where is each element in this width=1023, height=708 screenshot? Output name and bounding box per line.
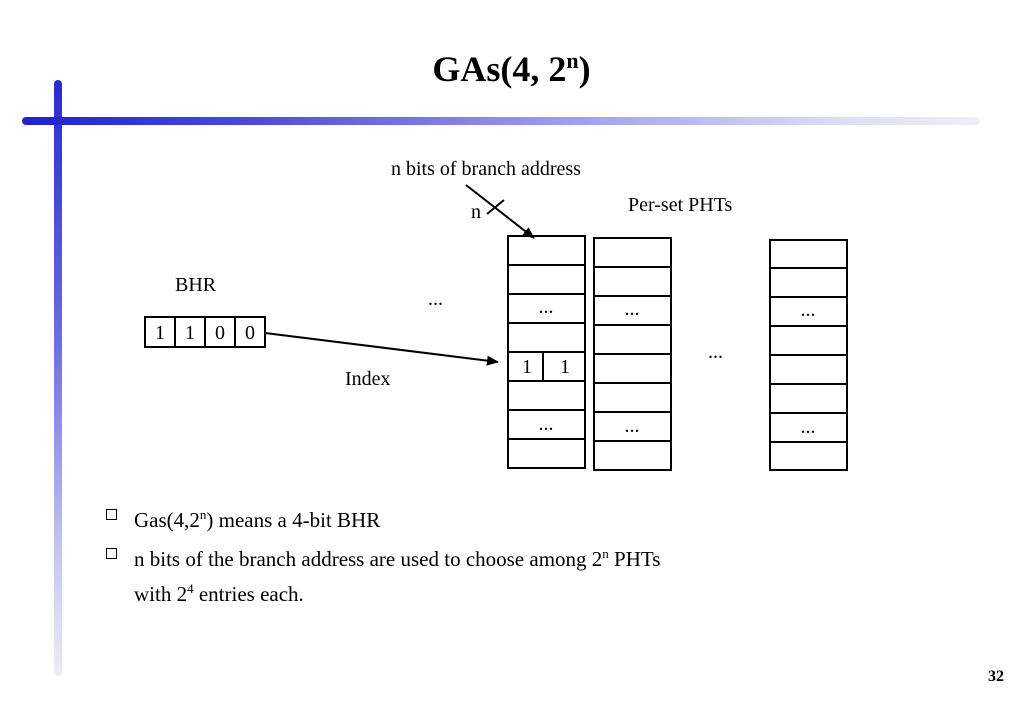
bhr-bit: 1 xyxy=(185,322,195,344)
pht-ellipsis: ... xyxy=(539,296,554,318)
index-arrow xyxy=(264,332,499,366)
bhr-register: 1 1 0 0 xyxy=(144,316,266,348)
pht-ellipsis: ... xyxy=(801,299,816,321)
bhr-bit: 1 xyxy=(155,322,165,344)
bullet-item: Gas(4,2n) means a 4-bit BHR xyxy=(106,500,660,535)
pht-ellipsis: ... xyxy=(801,416,816,438)
bhr-bit: 0 xyxy=(245,322,255,344)
pht-selected-bit: 1 xyxy=(522,356,532,378)
ellipsis-between-phts: ... xyxy=(708,341,723,363)
checkbox-bullet-icon xyxy=(106,548,117,559)
bullet-item: n bits of the branch address are used to… xyxy=(106,539,660,609)
n-bits-slash xyxy=(486,199,505,215)
pht-table-1: ... 1 1 ... xyxy=(507,235,586,469)
n-label: n xyxy=(471,201,481,223)
pht-table-2: ... ... xyxy=(593,237,672,471)
ellipsis-left: ... xyxy=(428,288,443,310)
pht-selected-bit: 1 xyxy=(560,356,570,378)
bullet-list: Gas(4,2n) means a 4-bit BHR n bits of th… xyxy=(106,500,660,613)
bhr-label: BHR xyxy=(175,274,217,296)
slide-title: GAs(4, 2n) xyxy=(432,48,591,89)
per-set-phts-label: Per-set PHTs xyxy=(628,194,733,216)
pht-ellipsis: ... xyxy=(539,413,554,435)
index-label: Index xyxy=(345,368,391,390)
checkbox-bullet-icon xyxy=(106,509,117,520)
branch-address-label: n bits of branch address xyxy=(391,158,581,180)
bhr-bit: 0 xyxy=(215,322,225,344)
pht-ellipsis: ... xyxy=(625,415,640,437)
branch-address-arrow xyxy=(465,184,535,239)
accent-horizontal-bar xyxy=(22,117,980,125)
pht-table-3: ... ... xyxy=(769,239,848,471)
page-number: 32 xyxy=(988,668,1004,685)
accent-vertical-bar xyxy=(54,80,62,676)
pht-ellipsis: ... xyxy=(625,298,640,320)
